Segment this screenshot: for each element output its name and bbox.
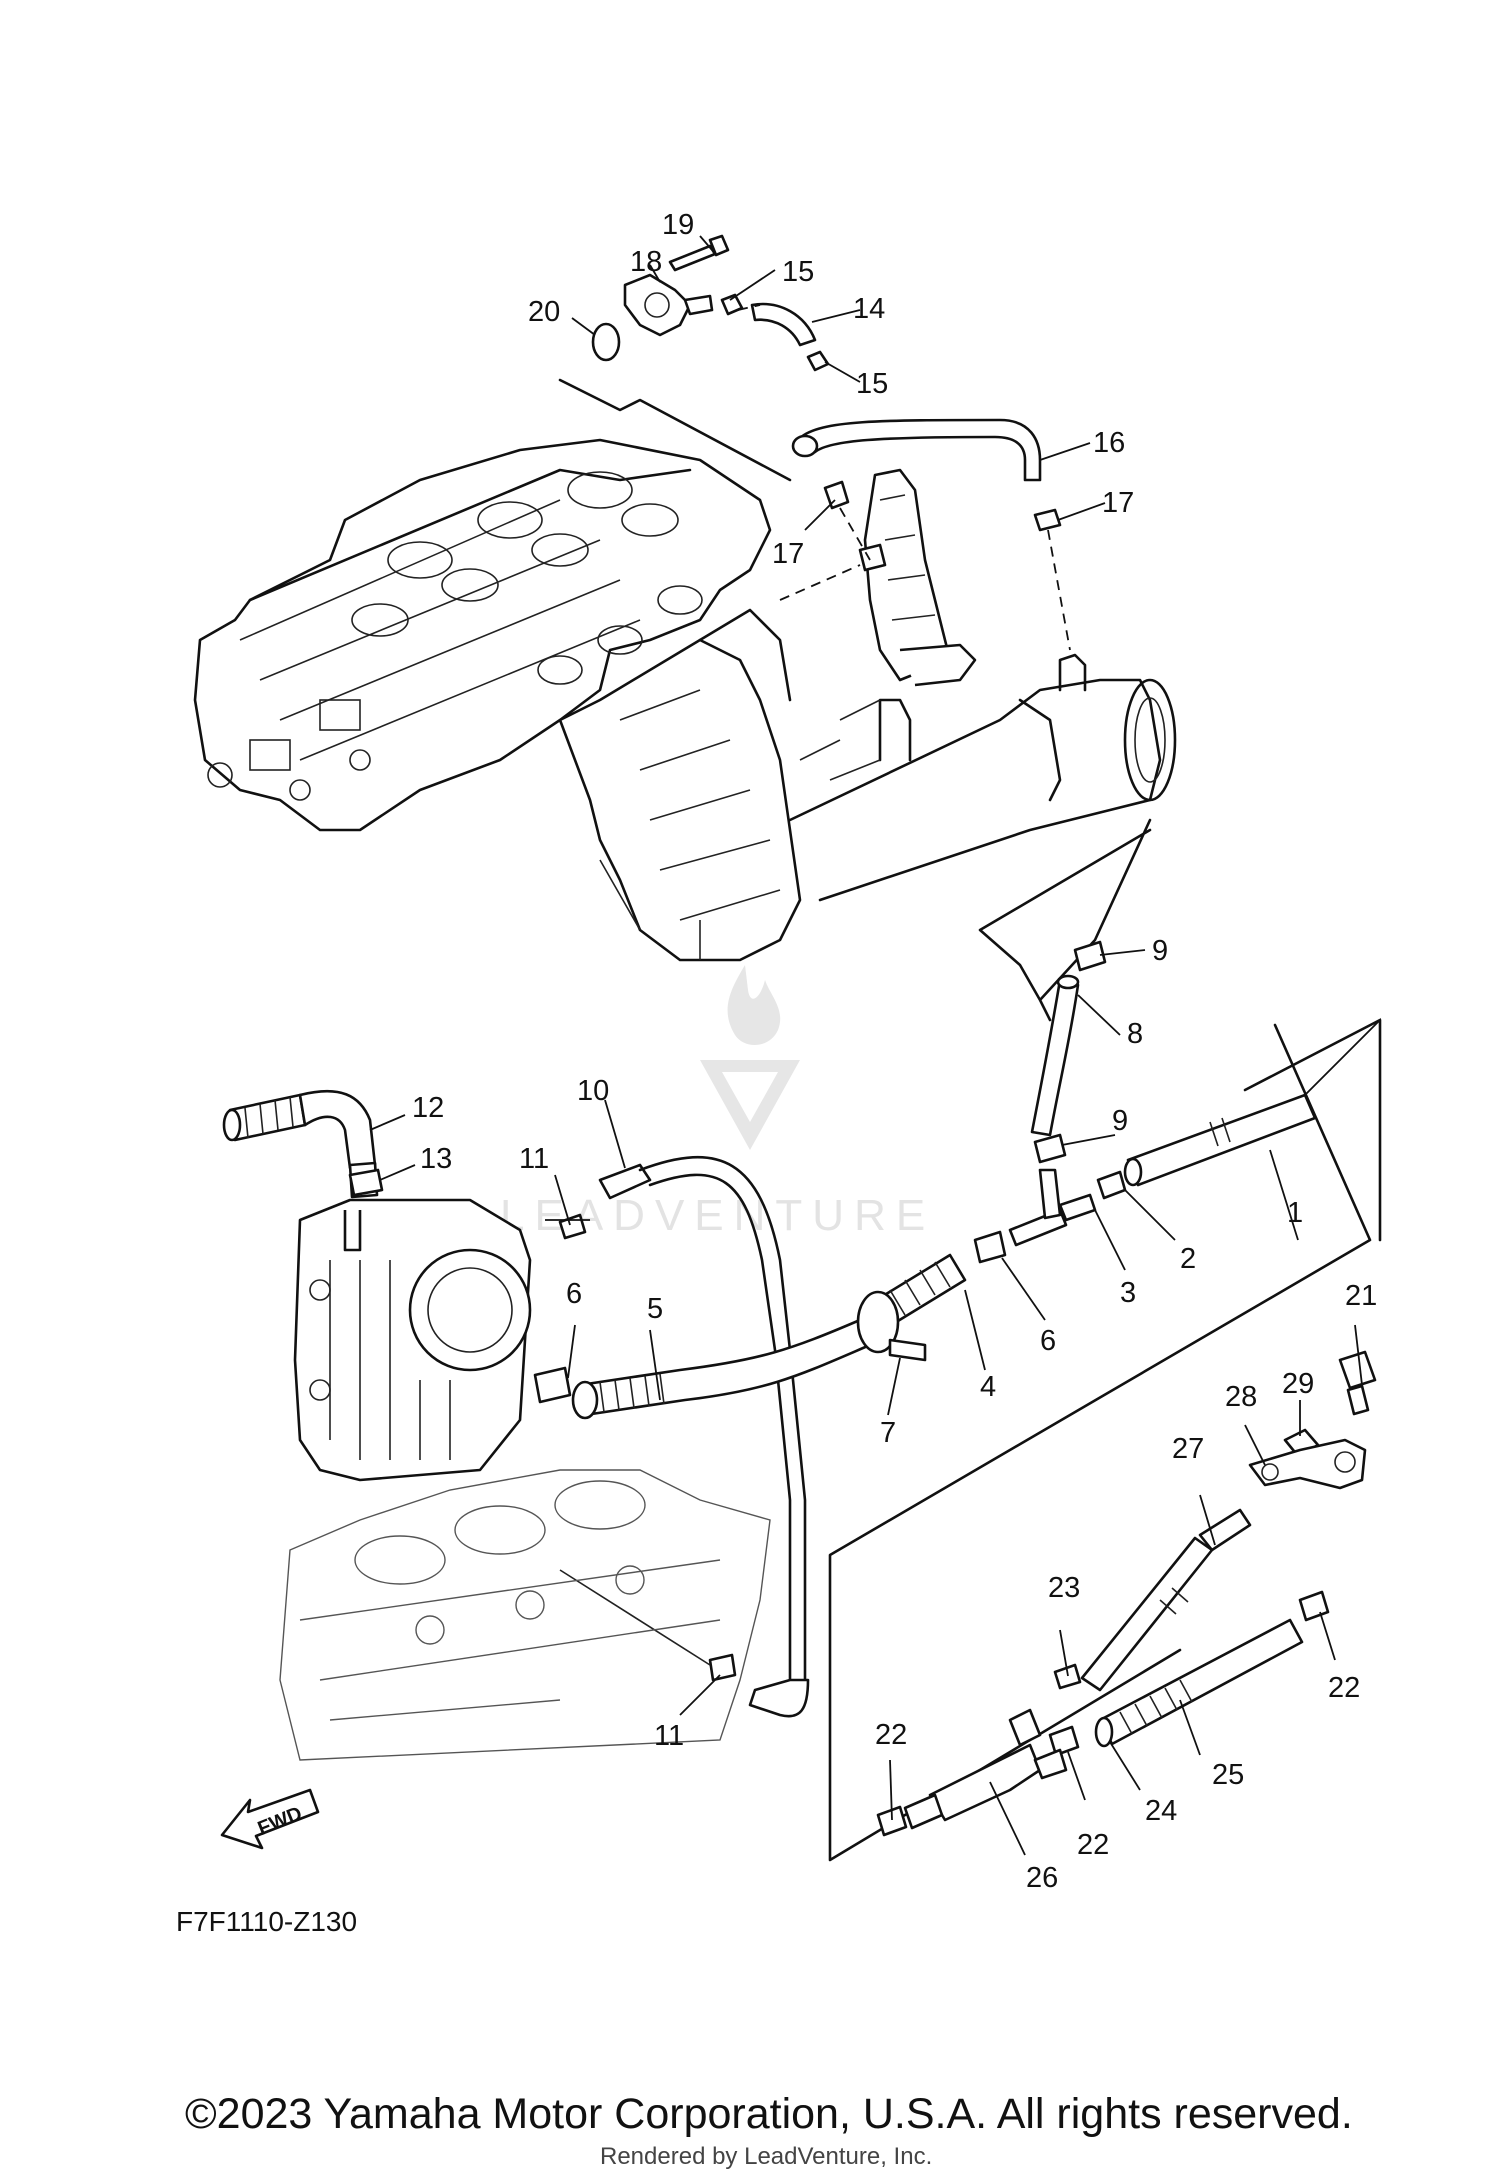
callout-9b: 9 [1112,1105,1128,1137]
diagram-code: F7F1110-Z130 [176,1906,358,1937]
callout-19: 19 [662,209,694,241]
engine-cylinder-head [193,438,802,962]
clip-11-lower [708,1653,737,1682]
leader-lines [369,235,1381,1856]
clip-2 [1096,1170,1127,1200]
clip-22-right [1298,1590,1330,1622]
callout-22b: 22 [1077,1829,1109,1861]
bracket-outline-top [558,378,792,482]
callout-17a: 17 [772,538,804,570]
callout-8: 8 [1127,1018,1143,1050]
callout-27: 27 [1172,1433,1204,1465]
copyright-notice: ©2023 Yamaha Motor Corporation, U.S.A. A… [185,2090,1353,2138]
callout-13: 13 [420,1143,452,1175]
callout-15a: 15 [782,256,814,288]
clip-17 [823,480,1062,532]
callout-21: 21 [1345,1280,1377,1312]
callout-23: 23 [1048,1572,1080,1604]
callout-9a: 9 [1152,935,1168,967]
o-ring-20 [591,322,621,362]
callout-22a: 22 [1328,1672,1360,1704]
callout-26: 26 [1026,1862,1058,1894]
callout-6a: 6 [566,1278,582,1310]
rendered-by-text: Rendered by LeadVenture, Inc. [600,2143,933,2170]
callout-11a: 11 [519,1143,549,1175]
throttle-body [293,1198,532,1482]
band-7 [856,1290,927,1362]
hose-16 [791,418,1042,482]
callout-17b: 17 [1102,487,1134,519]
callout-24: 24 [1145,1795,1177,1827]
breather-bracket [858,468,977,687]
callout-6b: 6 [1040,1325,1056,1357]
clip-9 [1033,940,1107,1164]
intake-hose-5 [571,1318,872,1420]
leader-11-lower [559,1569,711,1666]
callout-22c: 22 [875,1719,907,1751]
bracket-28 [1248,1438,1367,1490]
callout-7: 7 [880,1417,896,1449]
hose-1 [1123,1093,1317,1187]
hose-8 [1030,974,1080,1137]
callout-3: 3 [1120,1277,1136,1309]
clip-23 [1053,1663,1082,1690]
fitting-27 [1080,1508,1252,1692]
clip-6-left [533,1366,572,1404]
callout-4: 4 [980,1371,996,1403]
callout-11b: 11 [654,1720,684,1752]
hose-25 [1094,1618,1304,1748]
clip-6-right [973,1230,1007,1264]
callout-16: 16 [1093,427,1125,459]
callout-20: 20 [528,296,560,328]
clip-13 [348,1168,384,1197]
callout-numbers: 1 2 3 4 5 6 6 7 8 9 9 10 11 11 12 13 14 … [412,209,1377,1894]
fwd-arrow-icon: FWD [220,1788,320,1850]
drain-plug-21 [1338,1350,1377,1416]
cylinder-block-lower [279,1469,771,1761]
clip-22-left [876,1805,908,1837]
callout-1: 1 [1287,1197,1303,1229]
exhaust-pipe [788,653,1177,902]
hose-14 [750,302,817,347]
callout-18: 18 [630,246,662,278]
bolt-19 [668,234,730,272]
callout-15b: 15 [856,368,888,400]
callout-12: 12 [412,1092,444,1124]
joint-3 [1008,1168,1097,1247]
callout-29: 29 [1282,1368,1314,1400]
clip-15 [720,293,830,372]
leader-dashed [737,304,1071,651]
joint-26 [903,1708,1068,1830]
leadventure-watermark: LEADVENTURE [500,965,925,1240]
callout-2: 2 [1180,1243,1196,1275]
callout-28: 28 [1225,1381,1257,1413]
callout-25: 25 [1212,1759,1244,1791]
clip-22-mid [1048,1725,1080,1757]
vent-hose-10 [598,1156,810,1718]
callout-10: 10 [577,1075,609,1107]
callout-14: 14 [853,293,885,325]
thermostat-cover-18 [623,273,714,337]
callout-5: 5 [647,1293,663,1325]
